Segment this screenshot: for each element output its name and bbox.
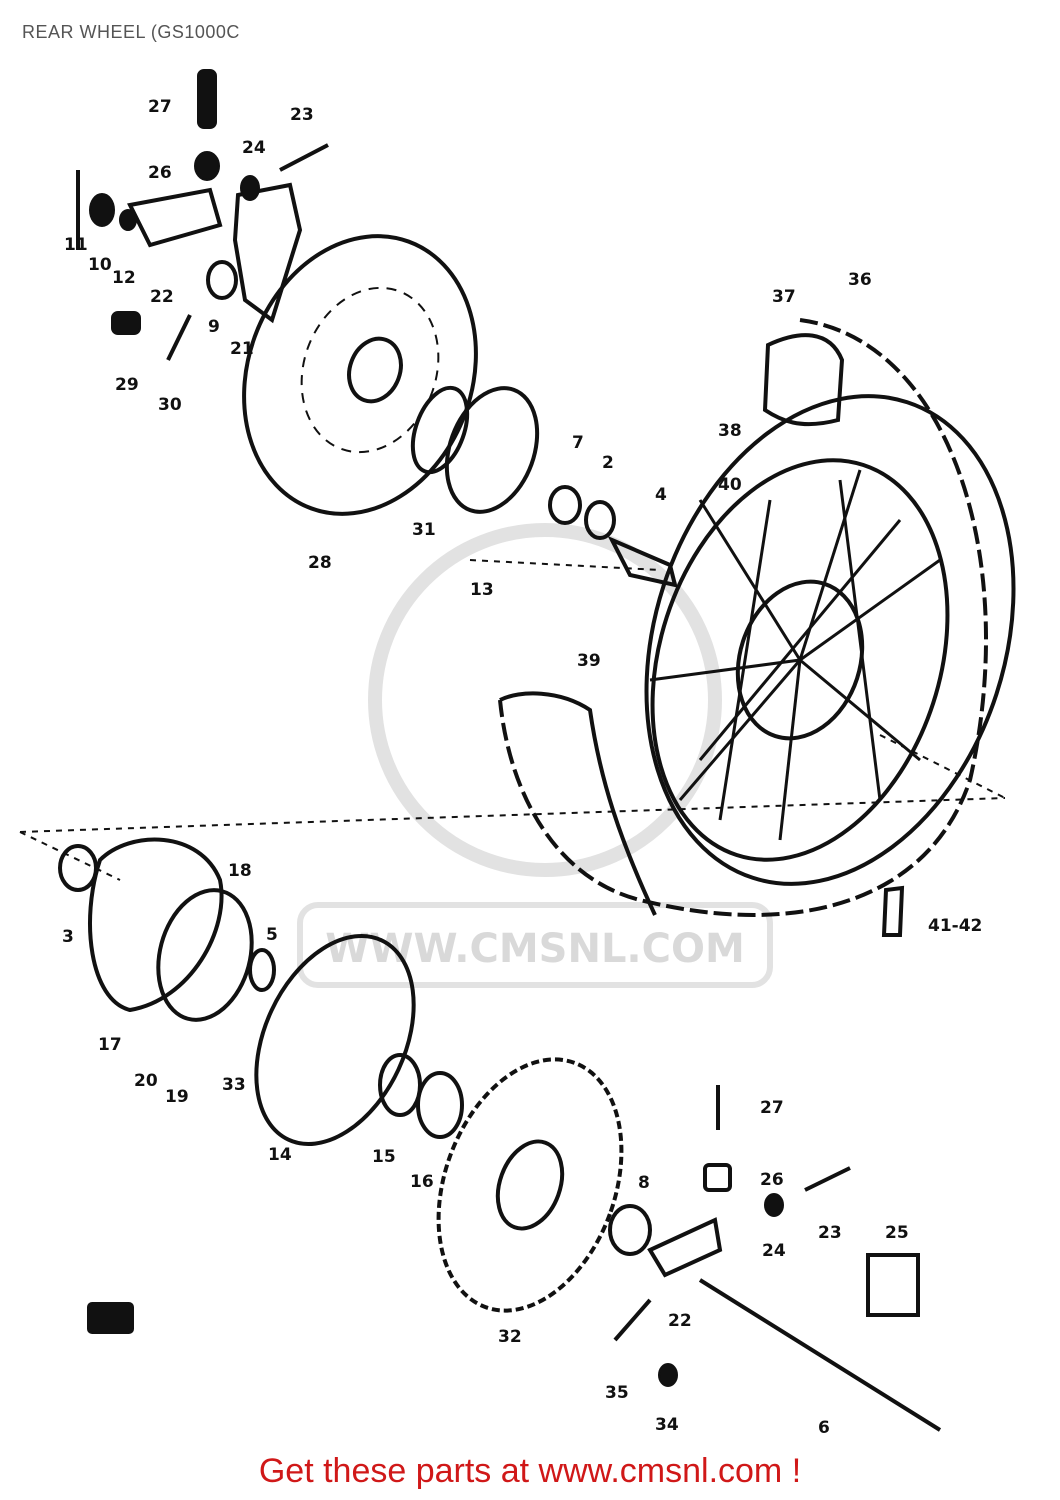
callout-9: 9 (208, 317, 220, 337)
page-title: REAR WHEEL (GS1000C (22, 22, 240, 42)
rear-wheel (644, 394, 1016, 886)
callout-23: 23 (290, 105, 314, 125)
seal-16 (416, 1071, 464, 1139)
brake-disc (242, 234, 478, 516)
watermark: WWW.CMSNL.COM (297, 523, 773, 988)
callout-16: 16 (410, 1172, 434, 1192)
callout-25: 25 (885, 1223, 909, 1243)
callout-18: 18 (228, 861, 252, 881)
callout-15: 15 (372, 1147, 396, 1167)
rear-sprocket (436, 1057, 624, 1313)
spacer-2 (584, 500, 616, 540)
callout-38: 38 (718, 421, 742, 441)
bearing-15 (378, 1053, 422, 1117)
valve-cap (881, 885, 905, 937)
callout-33: 33 (222, 1075, 246, 1095)
callout-21: 21 (230, 339, 254, 359)
callout-2: 2 (602, 453, 614, 473)
rim-band (762, 333, 845, 427)
callout-26: 26 (148, 163, 172, 183)
callout-30: 30 (158, 395, 182, 415)
callout-27: 27 (148, 97, 172, 117)
spacer (410, 385, 470, 475)
footer-link[interactable]: Get these parts at www.cmsnl.com ! (258, 1452, 802, 1490)
callout-24: 24 (242, 138, 266, 158)
callout-12: 12 (112, 268, 136, 288)
tire (498, 318, 988, 917)
callout-34: 34 (655, 1415, 679, 1435)
callout-13: 13 (470, 580, 494, 600)
axis-line (19, 797, 1006, 833)
callout-8: 8 (638, 1173, 650, 1193)
callout-7: 7 (572, 433, 584, 453)
oil-seal (444, 386, 540, 514)
axle-collar (607, 535, 678, 588)
cush-drive (58, 837, 276, 1022)
callout-3: 3 (62, 927, 74, 947)
callout-22b: 22 (668, 1311, 692, 1331)
callout-36: 36 (848, 270, 872, 290)
callout-14: 14 (268, 1145, 292, 1165)
callout-5: 5 (266, 925, 278, 945)
callout-24b: 24 (762, 1241, 786, 1261)
callout-10: 10 (88, 255, 112, 275)
callout-32: 32 (498, 1327, 522, 1347)
watermark-text: WWW.CMSNL.COM (325, 926, 745, 972)
callout-26b: 26 (760, 1170, 784, 1190)
callout-29: 29 (115, 375, 139, 395)
sprocket-carrier (254, 934, 416, 1146)
callout-6: 6 (818, 1418, 830, 1438)
callout-37: 37 (772, 287, 796, 307)
callout-35: 35 (605, 1383, 629, 1403)
callout-41-42: 41-42 (928, 916, 982, 936)
callout-17: 17 (98, 1035, 122, 1055)
callout-19: 19 (165, 1087, 189, 1107)
callout-31: 31 (412, 520, 436, 540)
axis-line (879, 734, 1006, 799)
callout-23b: 23 (818, 1223, 842, 1243)
lower-hardware (87, 1085, 942, 1432)
callout-22: 22 (150, 287, 174, 307)
callout-27b: 27 (760, 1098, 784, 1118)
callout-28: 28 (308, 553, 332, 573)
caliper-bracket (76, 69, 329, 361)
callout-40: 40 (718, 475, 742, 495)
callout-4: 4 (655, 485, 667, 505)
tire-cutaway (499, 691, 657, 916)
callout-39: 39 (577, 651, 601, 671)
callout-20: 20 (134, 1071, 158, 1091)
bearing (548, 485, 582, 525)
callout-11: 11 (64, 235, 88, 255)
